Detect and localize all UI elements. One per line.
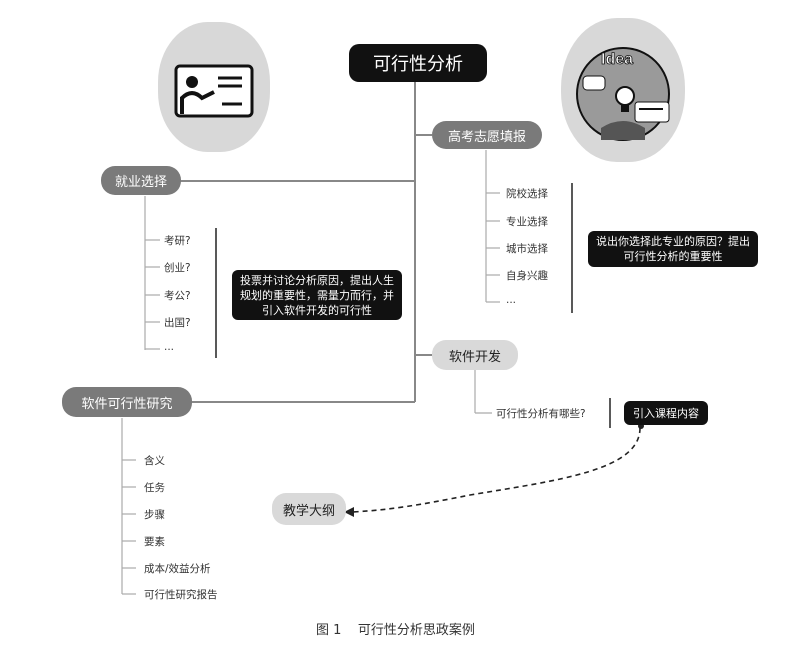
root-node[interactable]: 可行性分析 bbox=[349, 44, 487, 82]
dagang-label: 教学大纲 bbox=[282, 503, 335, 519]
root-label: 可行性分析 bbox=[373, 54, 463, 75]
jiuye-label: 就业选择 bbox=[114, 175, 167, 190]
kaifa-note: 引入课程内容 bbox=[624, 401, 708, 425]
list-item: 出国? bbox=[164, 317, 191, 329]
node-jiaoxue-dagang[interactable]: 教学大纲 bbox=[272, 493, 346, 525]
list-item: 成本/效益分析 bbox=[144, 563, 211, 575]
idea-label: Idea bbox=[601, 51, 633, 68]
jiuye-note-text: 投票并讨论分析原因，提出人生规划的重要性，需量力而行，并引入软件开发的可行性 bbox=[240, 273, 394, 317]
list-item: 考公? bbox=[164, 290, 191, 302]
node-jiuye[interactable]: 就业选择 bbox=[101, 166, 181, 195]
list-item: 任务 bbox=[144, 482, 165, 494]
list-item: ... bbox=[164, 341, 175, 353]
node-ruanjian-yanjiu[interactable]: 软件可行性研究 bbox=[62, 387, 192, 417]
yanjiu-label: 软件可行性研究 bbox=[81, 396, 173, 412]
idea-illustration: Idea bbox=[561, 18, 685, 162]
kaifa-label: 软件开发 bbox=[448, 349, 501, 365]
gaokao-label: 高考志愿填报 bbox=[447, 129, 526, 145]
list-item: 可行性研究报告 bbox=[144, 589, 218, 601]
list-item: 可行性分析有哪些? bbox=[496, 408, 586, 420]
list-item: 创业? bbox=[164, 262, 191, 274]
list-item: 自身兴趣 bbox=[506, 270, 548, 282]
gaokao-note: 说出你选择此专业的原因？提出可行性分析的重要性 bbox=[588, 231, 758, 267]
list-item: 院校选择 bbox=[506, 188, 548, 200]
list-item: 要素 bbox=[144, 536, 165, 548]
kaifa-note-text: 引入课程内容 bbox=[633, 406, 699, 420]
node-gaokao[interactable]: 高考志愿填报 bbox=[432, 121, 542, 149]
gaokao-note-text: 说出你选择此专业的原因？提出可行性分析的重要性 bbox=[596, 235, 750, 263]
figure-caption: 图 1 可行性分析思政案例 bbox=[316, 623, 475, 638]
list-item: 考研? bbox=[164, 235, 191, 247]
node-ruanjian-kaifa[interactable]: 软件开发 bbox=[432, 340, 518, 370]
list-item: 含义 bbox=[144, 455, 165, 467]
teacher-board-icon bbox=[174, 64, 254, 118]
teacher-illustration bbox=[158, 22, 270, 152]
list-item: 城市选择 bbox=[506, 243, 548, 255]
jiuye-note: 投票并讨论分析原因，提出人生规划的重要性，需量力而行，并引入软件开发的可行性 bbox=[232, 270, 402, 320]
list-item: 步骤 bbox=[144, 509, 165, 521]
lightbulb-icon: Idea bbox=[576, 47, 670, 141]
list-item: ... bbox=[506, 294, 517, 306]
list-item: 专业选择 bbox=[506, 216, 548, 228]
